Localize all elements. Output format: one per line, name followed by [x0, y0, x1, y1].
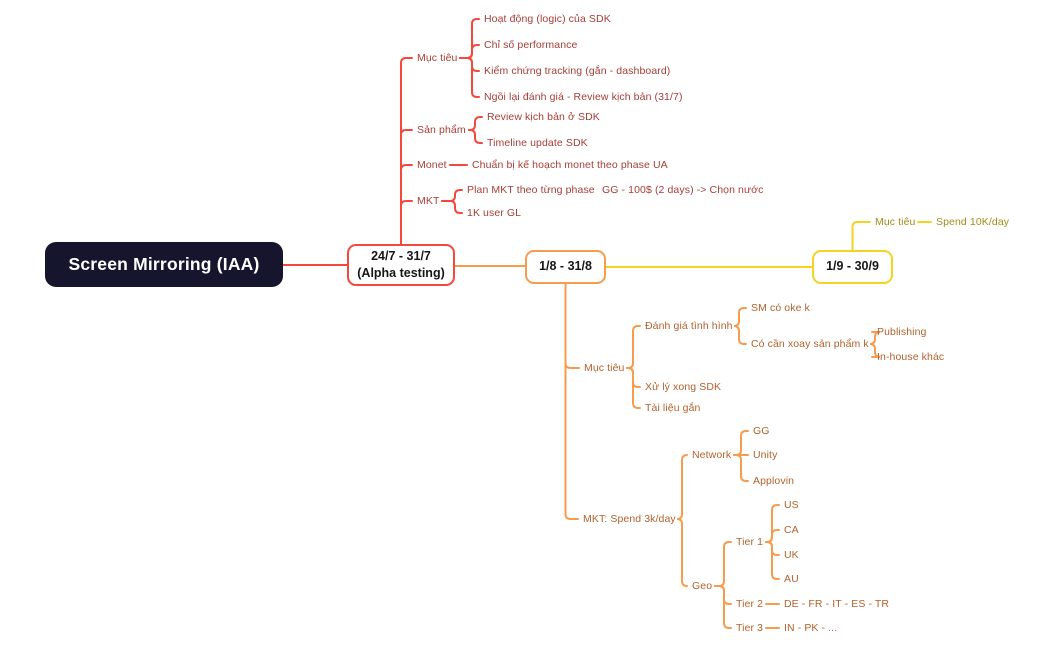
map-node-label[interactable]: Timeline update SDK	[487, 137, 588, 149]
map-node-label[interactable]: SM có oke k	[751, 302, 810, 314]
map-node-label[interactable]: Tier 3	[736, 622, 764, 634]
map-node-label[interactable]: Tier 1	[736, 536, 764, 548]
connector-line	[564, 283, 579, 520]
connector-line	[714, 585, 732, 629]
root-node-label: Screen Mirroring (IAA)	[68, 254, 260, 274]
connector-line	[869, 343, 881, 358]
connector-line	[441, 200, 463, 214]
connector-line	[765, 529, 780, 543]
map-node-label[interactable]: CA	[784, 524, 799, 536]
connector-line	[459, 44, 480, 59]
map-node-label[interactable]: In-house khác	[877, 351, 945, 363]
connector-line	[468, 116, 483, 131]
map-node-label[interactable]: Spend 10K/day	[936, 216, 1010, 228]
map-node-label[interactable]: Có cần xoay sản phẩm k	[751, 338, 869, 350]
map-node-label[interactable]: Geo	[692, 580, 713, 592]
connector-line	[733, 307, 747, 327]
map-node-label[interactable]: Đánh giá tình hình	[645, 320, 733, 332]
map-node-label[interactable]: Tier 2	[736, 598, 764, 610]
connector-line	[714, 541, 732, 587]
map-node-label[interactable]: Hoạt động (logic) của SDK	[484, 13, 611, 25]
connector-line	[626, 325, 641, 369]
map-node-label[interactable]: Monet	[417, 159, 447, 171]
map-node-label[interactable]: GG - 100$ (2 days) -> Chọn nước	[602, 184, 764, 196]
map-node-label[interactable]: IN - PK - ...	[784, 622, 838, 634]
timeline-node-phase-august[interactable]: 1/8 - 31/8	[525, 250, 606, 284]
map-node-label[interactable]: AU	[784, 573, 799, 585]
map-node-label[interactable]: Chuẩn bị kế hoạch monet theo phase UA	[472, 159, 668, 171]
connector-line	[851, 221, 871, 251]
map-node-label[interactable]: 1K user GL	[467, 207, 522, 219]
connector-line	[676, 518, 688, 587]
root-node[interactable]: Screen Mirroring (IAA)	[45, 242, 283, 287]
connector-line	[676, 454, 688, 520]
map-node-label[interactable]: GG	[753, 425, 770, 437]
connector-line	[626, 367, 641, 409]
map-node-label[interactable]: DE - FR - IT - ES - TR	[784, 598, 890, 610]
timeline-node-phase-september[interactable]: 1/9 - 30/9	[812, 250, 893, 284]
timeline-node-label: (Alpha testing)	[357, 266, 445, 280]
connector-line	[441, 189, 463, 202]
map-node-label[interactable]: MKT	[417, 195, 440, 207]
connector-line	[459, 57, 480, 98]
map-node-label[interactable]: Chỉ số performance	[484, 39, 578, 51]
map-node-label[interactable]: MKT: Spend 3k/day	[583, 513, 676, 525]
connector-line	[459, 18, 480, 59]
connector-line	[400, 129, 413, 245]
map-node-label[interactable]: Plan MKT theo từng phase	[467, 184, 595, 196]
map-node-label[interactable]: Review kịch bản ở SDK	[487, 111, 600, 123]
map-node-label[interactable]: Mục tiêu	[584, 362, 625, 374]
connector-line	[400, 164, 413, 245]
map-node-label[interactable]: Network	[692, 449, 732, 461]
timeline-node-label: 1/9 - 30/9	[826, 259, 879, 274]
connector-line	[765, 541, 780, 580]
map-node-label[interactable]: Mục tiêu	[875, 216, 916, 228]
map-node-label[interactable]: Unity	[753, 449, 778, 461]
connector-line	[468, 129, 483, 144]
connector-line	[733, 325, 747, 345]
map-node-label[interactable]: Tài liệu gắn	[645, 402, 701, 414]
connector-line	[400, 57, 413, 245]
connector-line	[400, 200, 413, 245]
timeline-node-label: 24/7 - 31/7	[371, 248, 431, 263]
map-node-label[interactable]: Applovin	[753, 475, 795, 487]
map-node-label[interactable]: Sản phẩm	[417, 124, 466, 136]
map-node-label[interactable]: US	[784, 499, 799, 511]
map-node-label[interactable]: Ngồi lại đánh giá - Review kịch bản (31/…	[484, 91, 683, 103]
map-node-label[interactable]: Mục tiêu	[417, 52, 458, 64]
timeline-node-label: 1/8 - 31/8	[539, 259, 592, 274]
connector-line	[459, 57, 480, 72]
map-node-label[interactable]: Kiểm chứng tracking (gắn - dashboard)	[484, 65, 671, 77]
connector-line	[733, 454, 749, 482]
connector-line	[733, 430, 749, 456]
connector-line	[564, 283, 580, 369]
map-node-label[interactable]: Publishing	[877, 326, 927, 338]
timeline-node-phase-alpha[interactable]: 24/7 - 31/7 (Alpha testing)	[347, 244, 455, 286]
map-node-label[interactable]: Xử lý xong SDK	[645, 381, 722, 393]
map-node-label[interactable]: UK	[784, 549, 799, 561]
